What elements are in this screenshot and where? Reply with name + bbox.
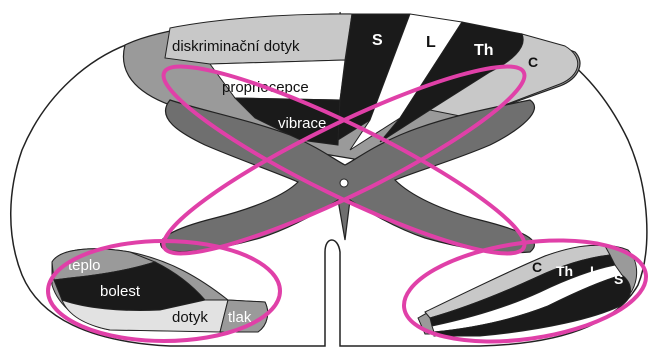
label-lateral-s: S — [614, 271, 623, 287]
label-vibration: vibrace — [278, 115, 326, 132]
label-lateral-l: L — [590, 263, 599, 279]
label-discriminative-touch: diskriminační dotyk — [172, 38, 300, 55]
label-lateral-c: C — [532, 259, 542, 275]
label-dorsal-s: S — [372, 32, 383, 49]
label-lateral-th: Th — [556, 263, 573, 279]
label-dorsal-th: Th — [474, 42, 494, 59]
label-touch: dotyk — [172, 309, 208, 326]
label-dorsal-c: C — [528, 54, 538, 70]
label-dorsal-l: L — [426, 34, 436, 51]
label-pain: bolest — [100, 283, 141, 300]
central-canal — [340, 179, 348, 187]
